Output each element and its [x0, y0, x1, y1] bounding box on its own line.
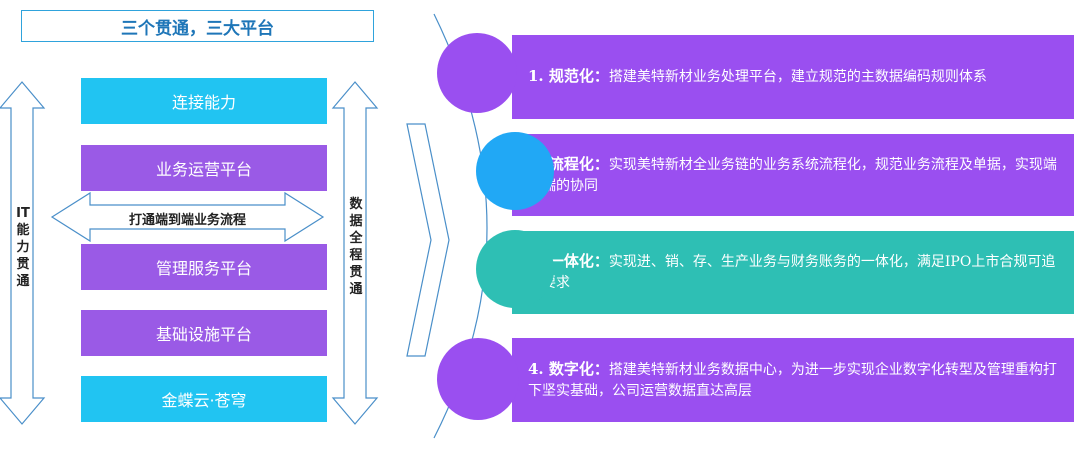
layer-connection: 连接能力: [81, 78, 327, 124]
layer-label: 基础设施平台: [155, 325, 252, 344]
item-title: 4. 数字化：: [528, 359, 609, 378]
page-title: 三个贯通，三大平台: [21, 10, 374, 42]
layer-label: 连接能力: [171, 93, 236, 112]
layer-infrastructure: 基础设施平台: [81, 310, 327, 356]
item-text: 3. 一体化：实现进、销、存、生产业务与财务账务的一体化，满足IPO上市合规可追…: [528, 251, 1060, 294]
item-integration: 3. 一体化：实现进、销、存、生产业务与财务账务的一体化，满足IPO上市合规可追…: [512, 231, 1074, 314]
layer-kingdee-cloud: 金蝶云·苍穹: [81, 376, 327, 422]
left-double-arrow: [0, 81, 46, 425]
left-arrow-label: IT能力贯通: [16, 206, 30, 289]
item-standardization: 1. 规范化：搭建美特新材业务处理平台，建立规范的主数据编码规则体系: [512, 35, 1074, 119]
item-title: 1. 规范化：: [528, 67, 609, 85]
item-circle: [437, 33, 517, 113]
right-arrow-label: 数据全程贯通: [349, 197, 363, 297]
item-text: 2. 流程化：实现美特新材全业务链的业务系统流程化，规范业务流程及单据，实现端对…: [528, 154, 1060, 197]
middle-double-arrow: [50, 191, 325, 243]
layer-label: 管理服务平台: [155, 259, 252, 278]
item-process: 2. 流程化：实现美特新材全业务链的业务系统流程化，规范业务流程及单据，实现端对…: [512, 134, 1074, 216]
chevron-arrow: [406, 123, 450, 357]
right-double-arrow: [331, 81, 379, 425]
item-circle: [437, 338, 519, 420]
layer-management-service: 管理服务平台: [81, 244, 327, 290]
layer-business-operation: 业务运营平台: [81, 145, 327, 191]
item-text: 1. 规范化：搭建美特新材业务处理平台，建立规范的主数据编码规则体系: [528, 66, 987, 88]
layer-label: 业务运营平台: [155, 160, 252, 179]
item-digitalization: 4. 数字化：搭建美特新材业务数据中心，为进一步实现企业数字化转型及管理重构打下…: [512, 338, 1074, 422]
item-circle: [476, 230, 554, 308]
item-desc: 搭建美特新材业务处理平台，建立规范的主数据编码规则体系: [608, 69, 987, 85]
item-desc: 搭建美特新材业务数据中心，为进一步实现企业数字化转型及管理重构打下坚实基础，公司…: [528, 361, 1057, 399]
item-circle: [476, 132, 554, 210]
middle-arrow-label: 打通端到端业务流程: [128, 212, 246, 228]
item-text: 4. 数字化：搭建美特新材业务数据中心，为进一步实现企业数字化转型及管理重构打下…: [528, 359, 1060, 402]
layer-label: 金蝶云·苍穹: [161, 391, 247, 410]
